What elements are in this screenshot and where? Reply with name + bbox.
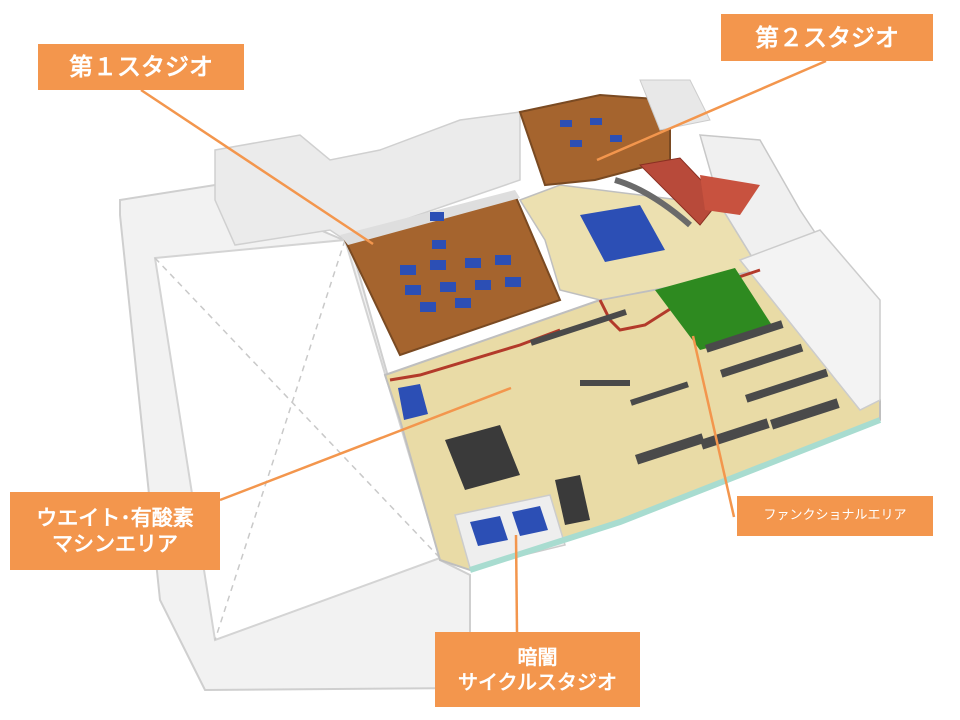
weight-zones <box>398 384 590 525</box>
weight-machine-area-label: ウエイト･有酸素 マシンエリア <box>10 492 220 570</box>
studio-1-room <box>340 190 562 357</box>
functional-turf <box>655 268 775 350</box>
equipment-rows <box>529 309 840 465</box>
functional-area-label: ファンクショナルエリア <box>737 496 933 536</box>
center-mat <box>580 205 665 262</box>
studio-2-label: 第２スタジオ <box>721 14 933 61</box>
glass-wall <box>469 417 882 573</box>
dark-cycle-studio-label: 暗闇 サイクルスタジオ <box>435 632 640 707</box>
leader-lines <box>140 59 827 633</box>
studio-1-label: 第１スタジオ <box>38 44 244 90</box>
studio-2-room <box>518 79 711 187</box>
staircase <box>614 157 760 228</box>
